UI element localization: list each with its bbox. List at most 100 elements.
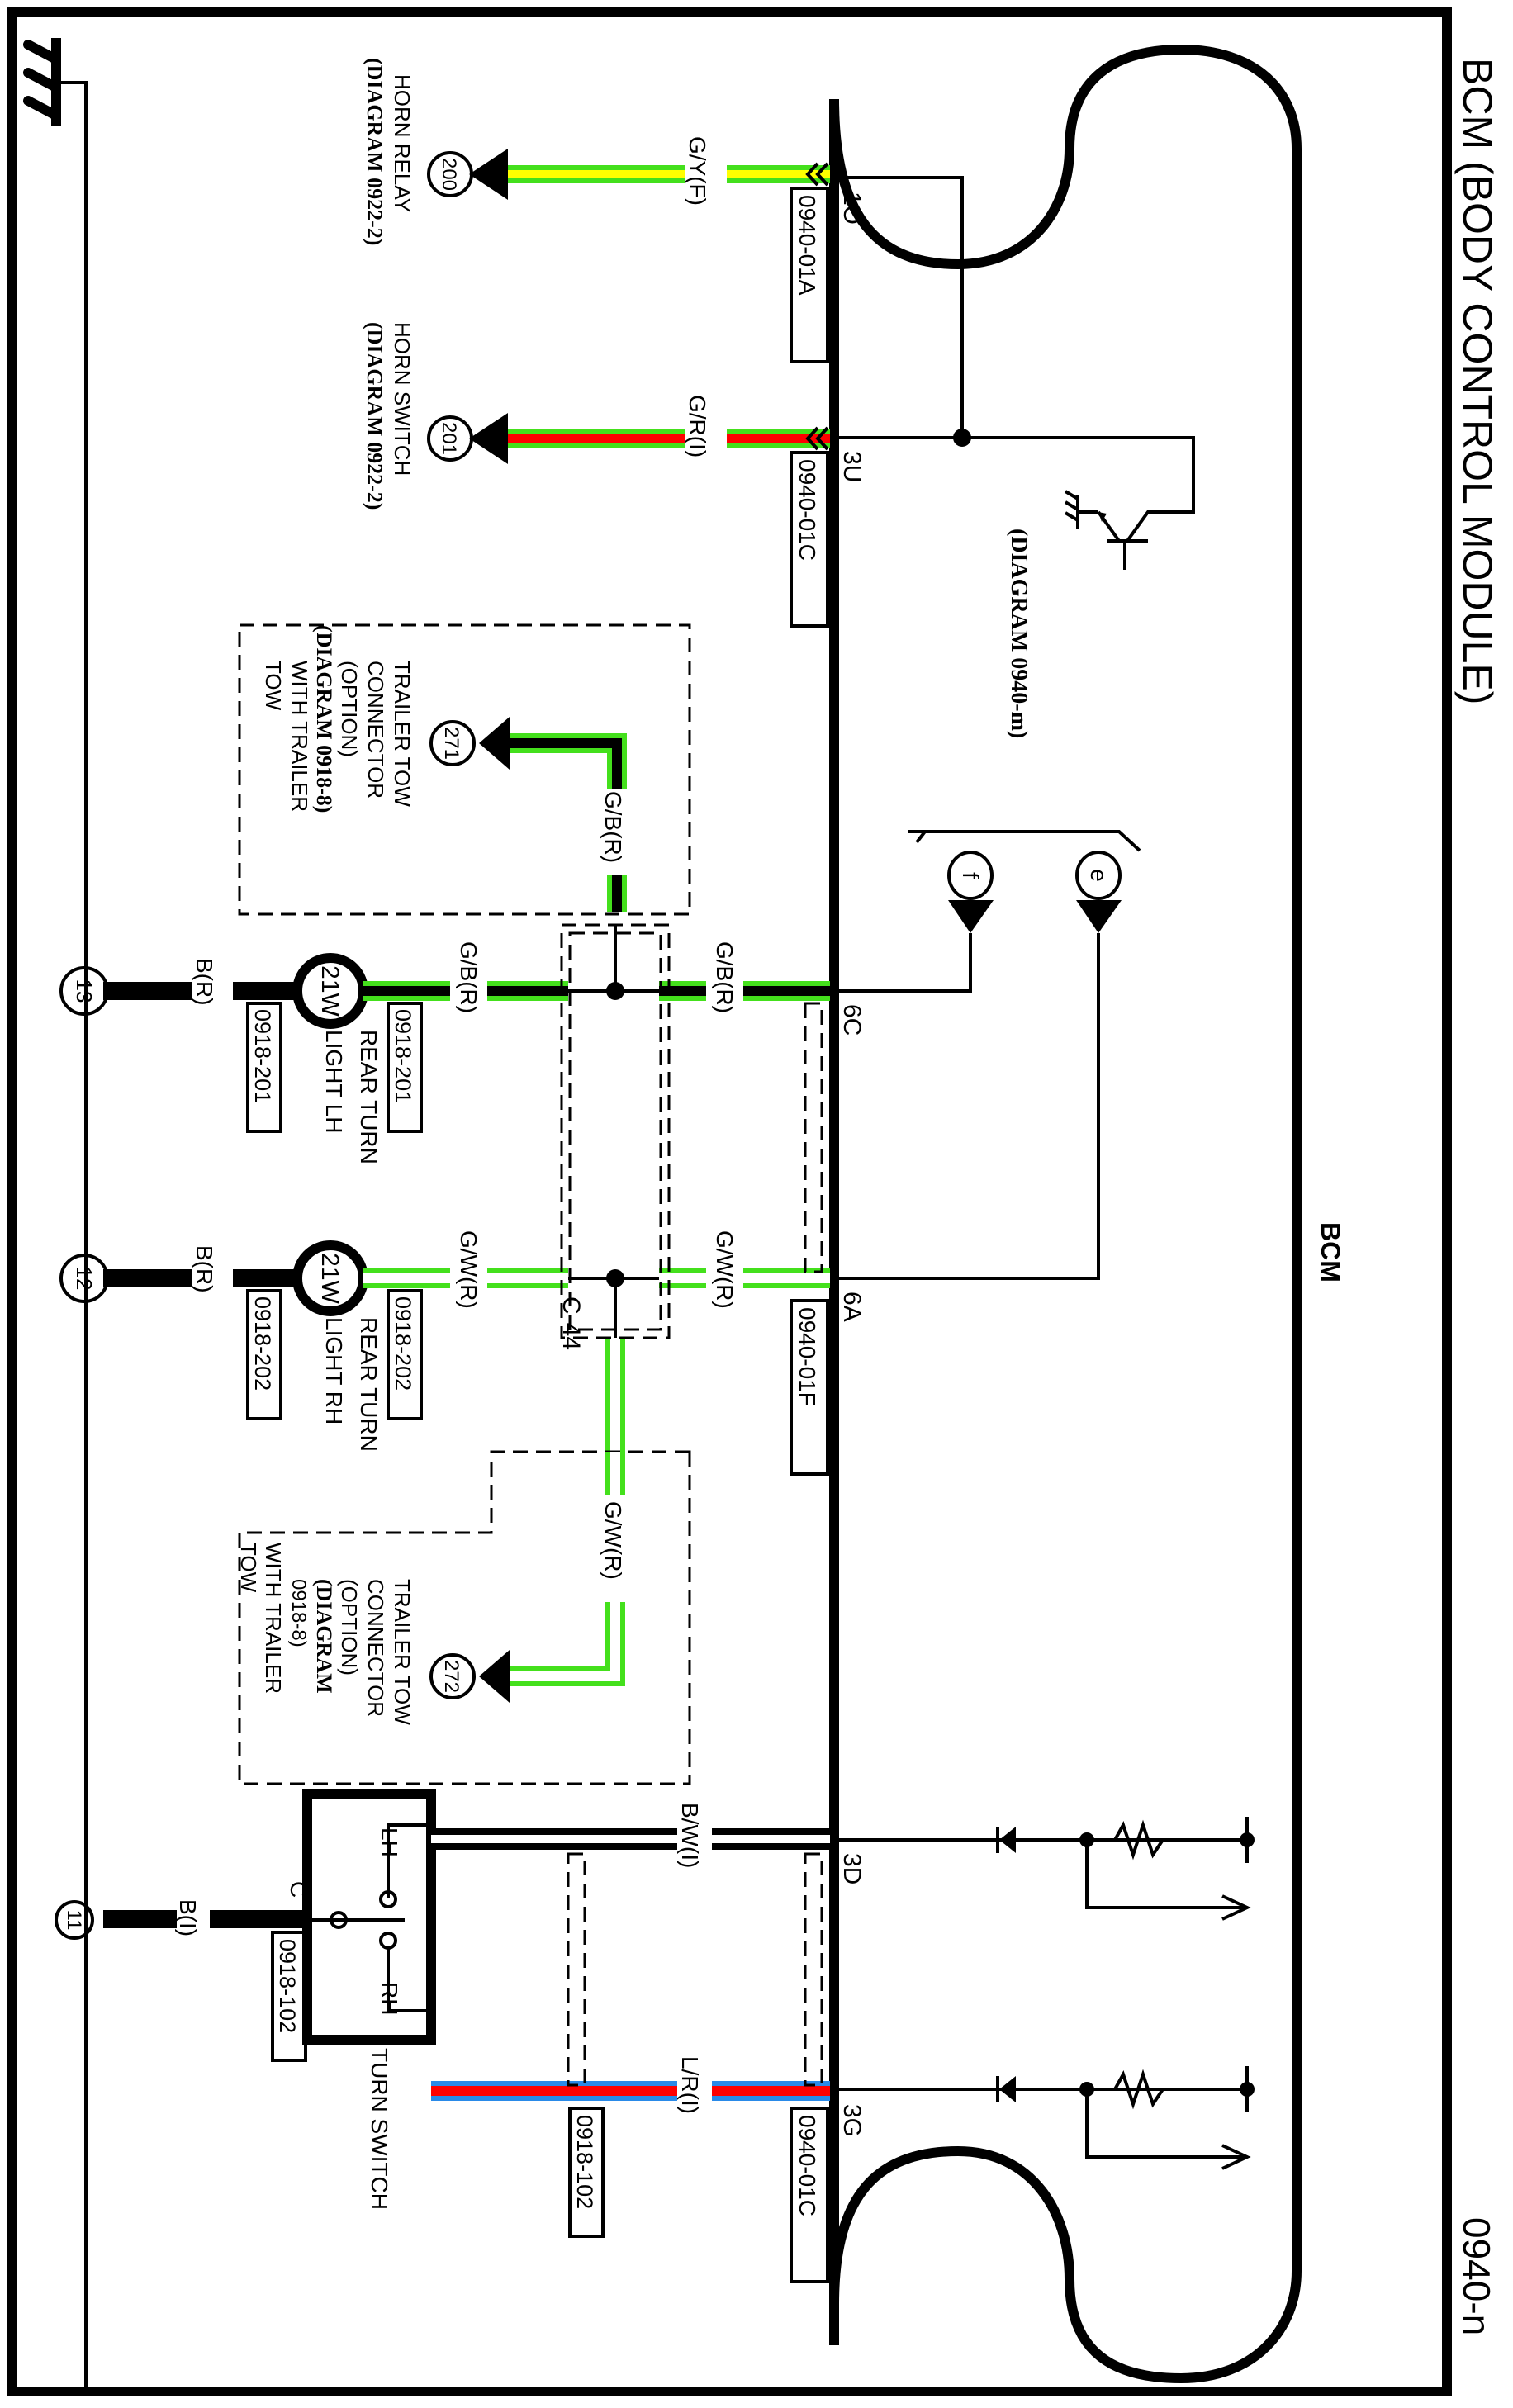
lamp-lh-name-2: LIGHT LH xyxy=(321,1030,347,1134)
svg-text:(DIAGRAM 0918-8): (DIAGRAM 0918-8) xyxy=(312,625,336,813)
svg-text:CONNECTOR: CONNECTOR xyxy=(363,661,388,799)
bcm-label: BCM xyxy=(1316,1222,1345,1282)
wire-label-3G: L/R(I) xyxy=(677,2056,703,2114)
resistor-icon xyxy=(1113,1819,1164,1861)
ground-circle-13 xyxy=(59,966,109,1016)
wire-label-272: G/W(R) xyxy=(600,1501,626,1580)
svg-text:11: 11 xyxy=(63,1910,85,1931)
ref-circle-200 xyxy=(427,151,473,197)
pin-1O: 1O xyxy=(838,192,866,225)
wire-label-3D: B/W(I) xyxy=(677,1803,703,1868)
ground-icon xyxy=(23,38,88,2395)
lamp-lh-name-1: REAR TURN xyxy=(356,1030,382,1164)
bcm-module-outline xyxy=(829,44,1302,2384)
svg-text:0918-8): 0918-8) xyxy=(287,1579,310,1647)
wire-label-6C: G/B(R) xyxy=(712,941,738,1013)
page-title: BCM (BODY CONTROL MODULE) xyxy=(1454,58,1501,704)
pin-3G: 3G xyxy=(838,2104,866,2137)
splice-label: C-44 xyxy=(557,1296,585,1350)
wire-G-Y-F xyxy=(508,161,830,187)
connector-lamp-rh-out: 0918-202 xyxy=(250,1296,275,1391)
wire-G-R-I xyxy=(508,425,830,452)
svg-text:WITH TRAILER: WITH TRAILER xyxy=(261,1543,286,1694)
svg-text:TOW: TOW xyxy=(261,661,286,711)
connector-lamp-rh-in: 0918-202 xyxy=(391,1296,415,1391)
horn-relay-ref: (DIAGRAM 0922-2) xyxy=(363,58,387,245)
wire-label-271: G/B(R) xyxy=(600,791,626,863)
svg-text:272: 272 xyxy=(440,1660,462,1693)
offpage-ref-f: f xyxy=(834,851,994,993)
arrow-icon xyxy=(479,1650,510,1703)
connector-tag xyxy=(790,2107,829,2283)
wire-label-6A-outer: G/W(R) xyxy=(456,1230,481,1309)
connector-tag xyxy=(790,187,829,363)
turn-switch-contacts xyxy=(307,1823,431,2012)
connector-tag xyxy=(790,451,829,628)
internal-wire-3U xyxy=(962,436,1195,543)
offpage-bracket xyxy=(908,830,1141,852)
connector-tag xyxy=(387,1002,423,1133)
wire-label-1O: G/Y(F) xyxy=(685,136,710,206)
svg-text:WITH TRAILER: WITH TRAILER xyxy=(287,661,312,812)
switch-common-label: C xyxy=(286,1881,311,1898)
wire-L-R-I xyxy=(566,2077,830,2105)
trailer-tow-rh-box xyxy=(238,1450,691,1785)
lamp-rh-name-1: REAR TURN xyxy=(356,1317,382,1452)
wire-B-W-I xyxy=(566,1823,830,1855)
svg-text:(OPTION): (OPTION) xyxy=(337,661,362,757)
connector-3G: 0940-01C xyxy=(794,2115,820,2216)
ref-circle-272 xyxy=(429,1653,476,1699)
internal-wire-1O xyxy=(834,176,964,439)
wire-trailer-rh xyxy=(510,1452,634,1686)
connector-switch-out: 0918-102 xyxy=(572,2115,597,2209)
svg-text:e: e xyxy=(1086,869,1112,882)
lamp-rh-name-2: LIGHT RH xyxy=(321,1317,347,1424)
connector-lamp-lh-out: 0918-201 xyxy=(250,1009,275,1103)
horn-switch-label: HORN SWITCH xyxy=(390,322,415,476)
splice-C-44 xyxy=(568,931,662,1331)
connector-tag xyxy=(790,1299,829,1476)
page-border xyxy=(7,7,1452,2396)
page-code: 0940-n xyxy=(1455,2217,1498,2335)
svg-text:201: 201 xyxy=(438,422,460,455)
pin-6A: 6A xyxy=(838,1292,866,1322)
svg-text:TOW: TOW xyxy=(236,1543,261,1593)
pin-3D: 3D xyxy=(838,1853,866,1884)
pin-3U: 3U xyxy=(838,451,866,482)
connector-tag xyxy=(387,1289,423,1420)
svg-text:271: 271 xyxy=(440,727,462,760)
lamp-lh-watt: 21W xyxy=(316,965,344,1017)
svg-text:200: 200 xyxy=(438,158,460,191)
switch-rh-label: RH xyxy=(377,1982,402,2015)
arrow-icon xyxy=(469,149,508,200)
svg-text:13: 13 xyxy=(72,979,97,1003)
ground-circle-12 xyxy=(59,1254,109,1303)
ref-circle-201 xyxy=(427,415,473,462)
connector-tag xyxy=(246,1002,282,1133)
ref-circle-271 xyxy=(429,720,476,766)
ground-wire-label-lh: B(R) xyxy=(192,958,217,1006)
svg-text:12: 12 xyxy=(72,1267,97,1291)
input-circuit-3G xyxy=(834,2066,1255,2170)
connector-tag xyxy=(568,2107,605,2238)
input-circuit-3D xyxy=(834,1817,1255,1921)
arrow-icon xyxy=(479,717,510,770)
arrow-icon xyxy=(469,413,508,464)
connector-switch-common: 0918-102 xyxy=(275,1939,300,2033)
svg-text:(OPTION): (OPTION) xyxy=(337,1579,362,1676)
connector-1O: 0940-01A xyxy=(794,195,820,296)
pin-6C: 6C xyxy=(838,1004,866,1036)
ground-circle-11 xyxy=(55,1900,94,1940)
wire-G-B-R xyxy=(405,925,830,1005)
horn-switch-ref: (DIAGRAM 0922-2) xyxy=(363,322,387,510)
connector-3U: 0940-01C xyxy=(794,459,820,561)
svg-text:CONNECTOR: CONNECTOR xyxy=(363,1579,388,1717)
trailer-rh-text: TRAILER TOW xyxy=(390,1579,415,1725)
turn-switch-name: TURN SWITCH xyxy=(367,2048,392,2210)
transistor-icon xyxy=(1064,490,1148,570)
ground-wire-label-switch: B(I) xyxy=(175,1899,201,1936)
wire-trailer-lh xyxy=(510,733,634,912)
trailer-lh-text: TRAILER TOW xyxy=(390,661,415,807)
switch-lh-label: LH xyxy=(377,1827,402,1857)
